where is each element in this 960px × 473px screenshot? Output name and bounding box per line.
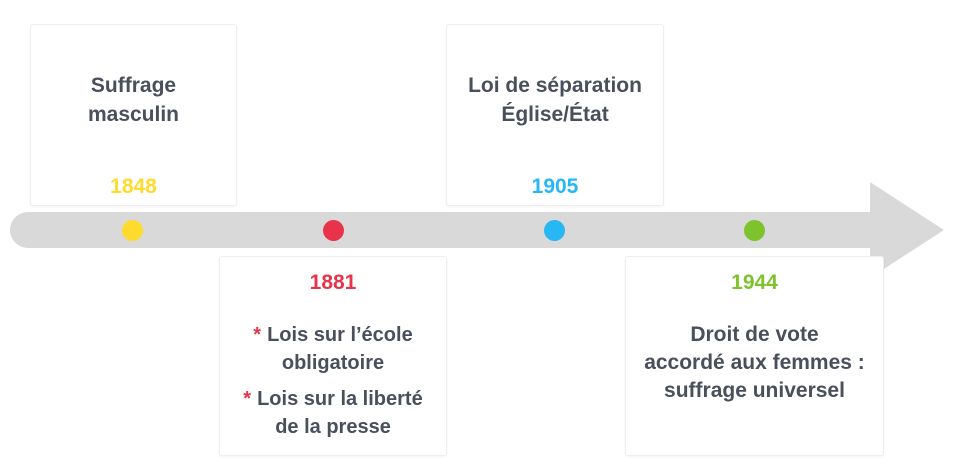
event-title-line: Loi de séparation bbox=[468, 74, 642, 97]
event-title-line: Droit de vote bbox=[690, 323, 819, 346]
asterisk-icon: * bbox=[243, 388, 252, 410]
event-card-1848: Suffrage masculin 1848 bbox=[30, 24, 237, 206]
event-card-1905: Loi de séparation Église/État 1905 bbox=[446, 24, 664, 206]
event-card-1881: 1881 *Lois sur l’école obligatoire *Lois… bbox=[219, 256, 447, 456]
bullet-text: Lois sur l’école bbox=[267, 324, 413, 346]
event-bullet-line: *Lois sur l’école bbox=[220, 321, 446, 349]
event-bullet-line: de la presse bbox=[275, 416, 391, 438]
event-title-line: suffrage universel bbox=[664, 379, 845, 402]
event-year: 1881 bbox=[309, 271, 357, 294]
event-year: 1848 bbox=[110, 175, 157, 198]
event-bullet-line: obligatoire bbox=[281, 352, 385, 374]
event-year: 1905 bbox=[531, 175, 579, 198]
bullet-text: Lois sur la liberté bbox=[257, 388, 423, 410]
timeline-dot-1848 bbox=[122, 220, 143, 241]
timeline-dot-1944 bbox=[744, 220, 765, 241]
timeline-dot-1905 bbox=[544, 220, 565, 241]
event-title-line: masculin bbox=[87, 103, 180, 126]
event-title-line: Suffrage bbox=[90, 74, 177, 97]
asterisk-icon: * bbox=[253, 324, 262, 346]
timeline-dot-1881 bbox=[323, 220, 344, 241]
event-title-line: Église/État bbox=[501, 103, 609, 126]
event-year: 1944 bbox=[731, 271, 778, 294]
event-bullet-line: *Lois sur la liberté bbox=[220, 385, 446, 413]
event-card-1944: 1944 Droit de vote accordé aux femmes : … bbox=[625, 256, 884, 456]
timeline-bar bbox=[10, 212, 900, 248]
event-title-line: accordé aux femmes : bbox=[644, 351, 865, 374]
